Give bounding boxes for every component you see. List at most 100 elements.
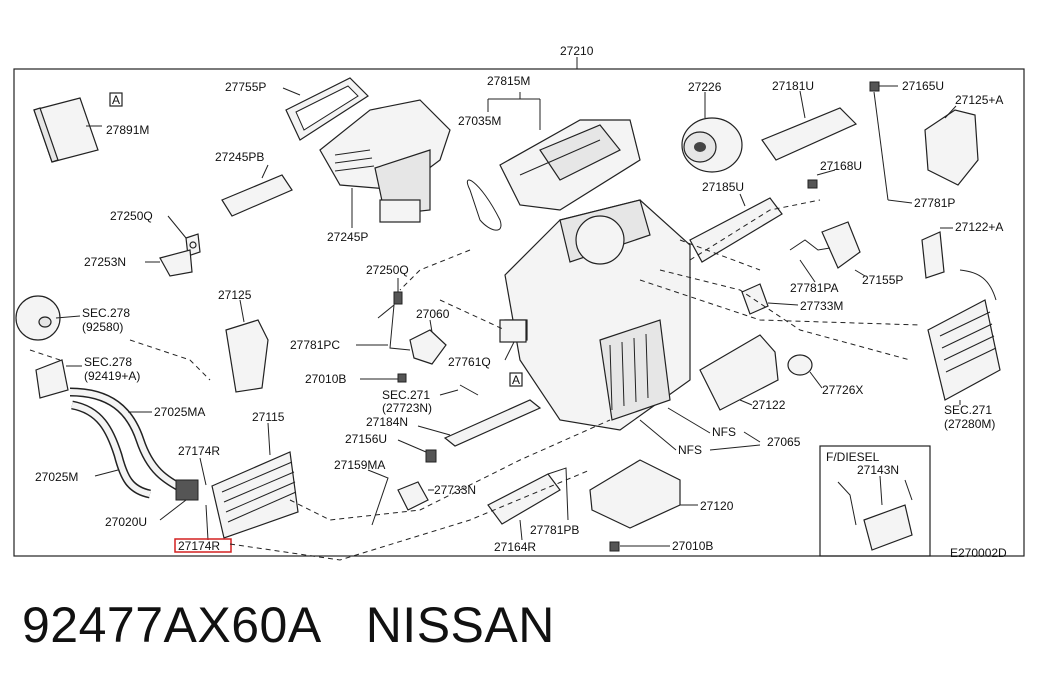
plate-sec278 bbox=[35, 359, 82, 399]
label-nfs-a: NFS bbox=[712, 425, 736, 439]
callout-a-box-2 bbox=[509, 372, 523, 387]
label-27165U: 27165U bbox=[902, 79, 944, 93]
label-sec278-a-sub: (92580) bbox=[82, 320, 123, 334]
callout-a-2: A bbox=[512, 373, 520, 387]
upper-duct-27815M bbox=[499, 119, 641, 211]
bracket-27250Q-b bbox=[393, 278, 403, 305]
label-27159MA: 27159MA bbox=[334, 458, 385, 472]
seal-27184N bbox=[417, 399, 542, 447]
label-27733M: 27733M bbox=[800, 299, 843, 313]
label-27755P: 27755P bbox=[225, 80, 266, 94]
label-27010B-a: 27010B bbox=[305, 372, 346, 386]
clip-27165U bbox=[869, 81, 898, 201]
label-27210: 27210 bbox=[560, 44, 594, 58]
label-27125: 27125 bbox=[218, 288, 252, 302]
bracket-27245PB bbox=[221, 164, 293, 217]
diagram-frame bbox=[13, 68, 1025, 557]
seal-27035M bbox=[466, 179, 502, 231]
label-27815M: 27815M bbox=[487, 74, 530, 88]
label-27250Q-b: 27250Q bbox=[366, 263, 409, 277]
label-sec271-b-sub: (27280M) bbox=[944, 417, 995, 431]
filter-27185U bbox=[689, 193, 783, 263]
motor-27155P bbox=[821, 221, 866, 277]
cover-27181U bbox=[761, 90, 858, 161]
label-27065: 27065 bbox=[767, 435, 801, 449]
filter-27891M bbox=[33, 97, 102, 163]
actuator-27733N bbox=[397, 481, 434, 511]
label-27781PB: 27781PB bbox=[530, 523, 579, 537]
tray-27120 bbox=[589, 459, 698, 529]
grommet-sec278 bbox=[15, 295, 81, 341]
actuator-27733M bbox=[741, 283, 799, 315]
seal-frame-27755P bbox=[282, 77, 369, 141]
label-sec278-b-sub: (92419+A) bbox=[84, 369, 140, 383]
dashed-guide-lines bbox=[29, 199, 921, 561]
label-ref-code: E270002D bbox=[950, 546, 1007, 560]
label-27253N: 27253N bbox=[84, 255, 126, 269]
duct-27125 bbox=[225, 299, 269, 393]
label-27891M: 27891M bbox=[106, 123, 149, 137]
label-27010B-b: 27010B bbox=[672, 539, 713, 553]
label-27245PB: 27245PB bbox=[215, 150, 264, 164]
label-27155P: 27155P bbox=[862, 273, 903, 287]
label-sec278-a: SEC.278 bbox=[82, 306, 130, 320]
label-27781PA: 27781PA bbox=[790, 281, 839, 295]
screw-27010B-a bbox=[360, 373, 407, 383]
label-27060: 27060 bbox=[416, 307, 450, 321]
label-27174R-a: 27174R bbox=[178, 444, 220, 458]
blower-fan-27226 bbox=[681, 92, 743, 173]
label-sec271-b: SEC.271 bbox=[944, 403, 992, 417]
hoses-27025 bbox=[69, 387, 188, 499]
label-27726X: 27726X bbox=[822, 383, 863, 397]
ptc-heater-27143N bbox=[837, 475, 913, 551]
label-27025M: 27025M bbox=[35, 470, 78, 484]
label-27245P: 27245P bbox=[327, 230, 368, 244]
label-sec278-b: SEC.278 bbox=[84, 355, 132, 369]
label-27156U: 27156U bbox=[345, 432, 387, 446]
label-fdiesel: F/DIESEL bbox=[826, 450, 880, 464]
label-27781PC: 27781PC bbox=[290, 338, 340, 352]
label-27120: 27120 bbox=[700, 499, 734, 513]
duct-27164R bbox=[487, 473, 561, 541]
label-27250Q-a: 27250Q bbox=[110, 209, 153, 223]
fdiesel-inset-frame bbox=[819, 445, 931, 557]
clip-27168U bbox=[807, 169, 836, 189]
label-27025MA: 27025MA bbox=[154, 405, 205, 419]
duct-27125A bbox=[924, 105, 979, 186]
highlight-27174R bbox=[174, 538, 232, 553]
label-27174R-b: 27174R bbox=[178, 539, 220, 553]
bracket-27250Q bbox=[167, 215, 201, 257]
label-nfs-b: NFS bbox=[678, 443, 702, 457]
label-27184N: 27184N bbox=[366, 415, 408, 429]
label-27115: 27115 bbox=[252, 410, 285, 424]
label-27781P: 27781P bbox=[914, 196, 955, 210]
clip-27156U bbox=[397, 439, 437, 463]
label-27185U: 27185U bbox=[702, 180, 744, 194]
label-27035M: 27035M bbox=[458, 114, 501, 128]
label-sec271-a-sub: (27723N) bbox=[382, 401, 432, 415]
actuator-27060 bbox=[409, 319, 447, 365]
hvac-parts-diagram: 27210 F/DIESEL 27143N E270002D A 27891M … bbox=[13, 44, 1025, 561]
callout-a-1: A bbox=[112, 93, 120, 107]
sensor-sec271 bbox=[439, 384, 479, 396]
label-27122A: 27122+A bbox=[955, 220, 1003, 234]
label-27164R: 27164R bbox=[494, 540, 536, 554]
harness-27781PA bbox=[789, 239, 831, 283]
label-27143N: 27143N bbox=[857, 463, 899, 477]
sensor-27761Q bbox=[499, 319, 527, 361]
part-number: 92477AX60A bbox=[22, 597, 322, 653]
bracket-27253N bbox=[145, 249, 193, 277]
label-27125A: 27125+A bbox=[955, 93, 1003, 107]
screw-27010B-b bbox=[609, 541, 670, 552]
box-27122 bbox=[699, 334, 779, 411]
label-27761Q: 27761Q bbox=[448, 355, 491, 369]
duct-27122A bbox=[921, 227, 953, 279]
intake-case bbox=[319, 99, 451, 223]
label-27020U: 27020U bbox=[105, 515, 147, 529]
heater-core-27115 bbox=[211, 422, 299, 539]
label-27122: 27122 bbox=[752, 398, 786, 412]
label-27226: 27226 bbox=[688, 80, 722, 94]
callout-a-box-1 bbox=[109, 92, 123, 107]
pipe-joint-27020U bbox=[159, 479, 199, 521]
